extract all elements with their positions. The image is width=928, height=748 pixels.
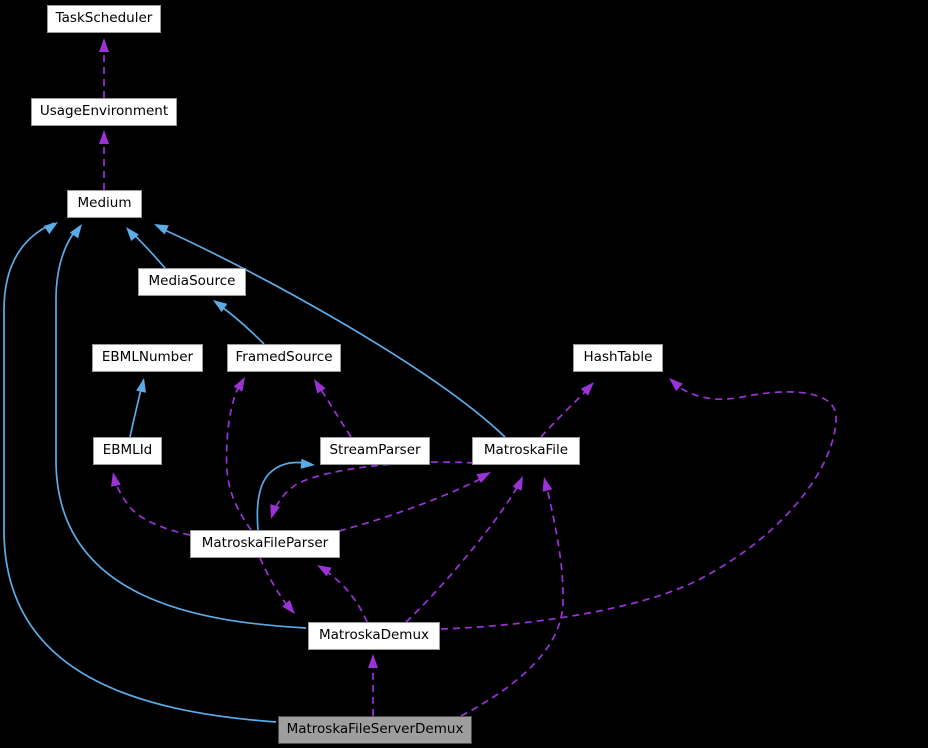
edge-matroskademux-to-fileparser [320,567,368,623]
arrowhead-framedsource-to-mediasource [213,300,228,313]
edge-fileparser-to-matroskademux [259,557,293,612]
edge-fileparser-to-streamparser [256,461,312,531]
node-framedsource[interactable]: FramedSource [227,344,341,372]
arrowhead-matroskafile-to-hashtable [580,382,594,396]
node-matroskafileparser[interactable]: MatroskaFileParser [190,530,340,558]
arrowhead-matroskademux-to-medium [69,224,82,239]
node-matroskafile[interactable]: MatroskaFile [472,437,580,465]
node-matroskafileserverdemux: MatroskaFileServerDemux [278,716,472,744]
edge-fileserverdemux-to-medium [3,222,277,723]
arrowhead-medium-to-usageenv [99,130,109,144]
node-streamparser[interactable]: StreamParser [320,437,430,465]
arrowhead-matroskafile-to-fileparser [270,504,280,519]
node-ebmlid[interactable]: EBMLId [93,437,162,465]
node-taskscheduler[interactable]: TaskScheduler [47,5,161,33]
arrowhead-matroskademux-to-matroskafile [512,476,523,491]
arrowhead-matroskademux-to-fileparser [317,565,332,577]
arrowhead-fileparser-to-streamparser [300,458,315,469]
node-ebmlnumber[interactable]: EBMLNumber [92,344,203,372]
node-hashtable[interactable]: HashTable [573,344,663,372]
arrowhead-fileparser-to-ebmlid [111,472,121,487]
arrowhead-fileparser-to-matroskademux [282,600,295,614]
edge-matroskademux-to-matroskafile [405,481,521,623]
node-usageenvironment[interactable]: UsageEnvironment [31,98,177,126]
arrowhead-streamparser-to-framedsource [314,379,326,394]
edge-matroskafile-to-hashtable [540,386,591,438]
arrowhead-fileparser-to-framedsource [233,377,245,392]
edge-matroskafile-to-medium [157,226,506,438]
edge-fileparser-to-framedsource [225,380,252,531]
edge-fileparser-to-ebmlid [113,476,191,536]
node-mediasource[interactable]: MediaSource [138,268,246,296]
arrowhead-fileserverdemux-to-matroskafile [542,477,553,492]
arrowhead-usageenv-to-taskscheduler [99,38,109,52]
arrowhead-matroskademux-to-hashtable [669,378,683,392]
edge-matroskademux-to-hashtable [440,382,837,630]
edge-streamparser-to-framedsource [316,382,352,438]
edge-fileparser-to-matroskafile [338,475,487,532]
node-matroskademux[interactable]: MatroskaDemux [308,622,440,650]
arrowhead-fileserverdemux-to-matroskademux [368,654,378,668]
arrowhead-ebmlid-to-ebmlnumber [136,378,146,393]
edge-matroskademux-to-medium [55,226,307,629]
arrowhead-mediasource-to-medium [126,227,139,241]
arrowhead-fileserverdemux-to-medium [43,222,58,235]
node-medium[interactable]: Medium [67,190,142,218]
arrowhead-fileparser-to-matroskafile [476,472,491,483]
edge-fileserverdemux-to-matroskafile [460,482,564,717]
edge-matroskafile-to-fileparser [272,461,475,515]
arrowhead-matroskafile-to-medium [154,224,169,235]
